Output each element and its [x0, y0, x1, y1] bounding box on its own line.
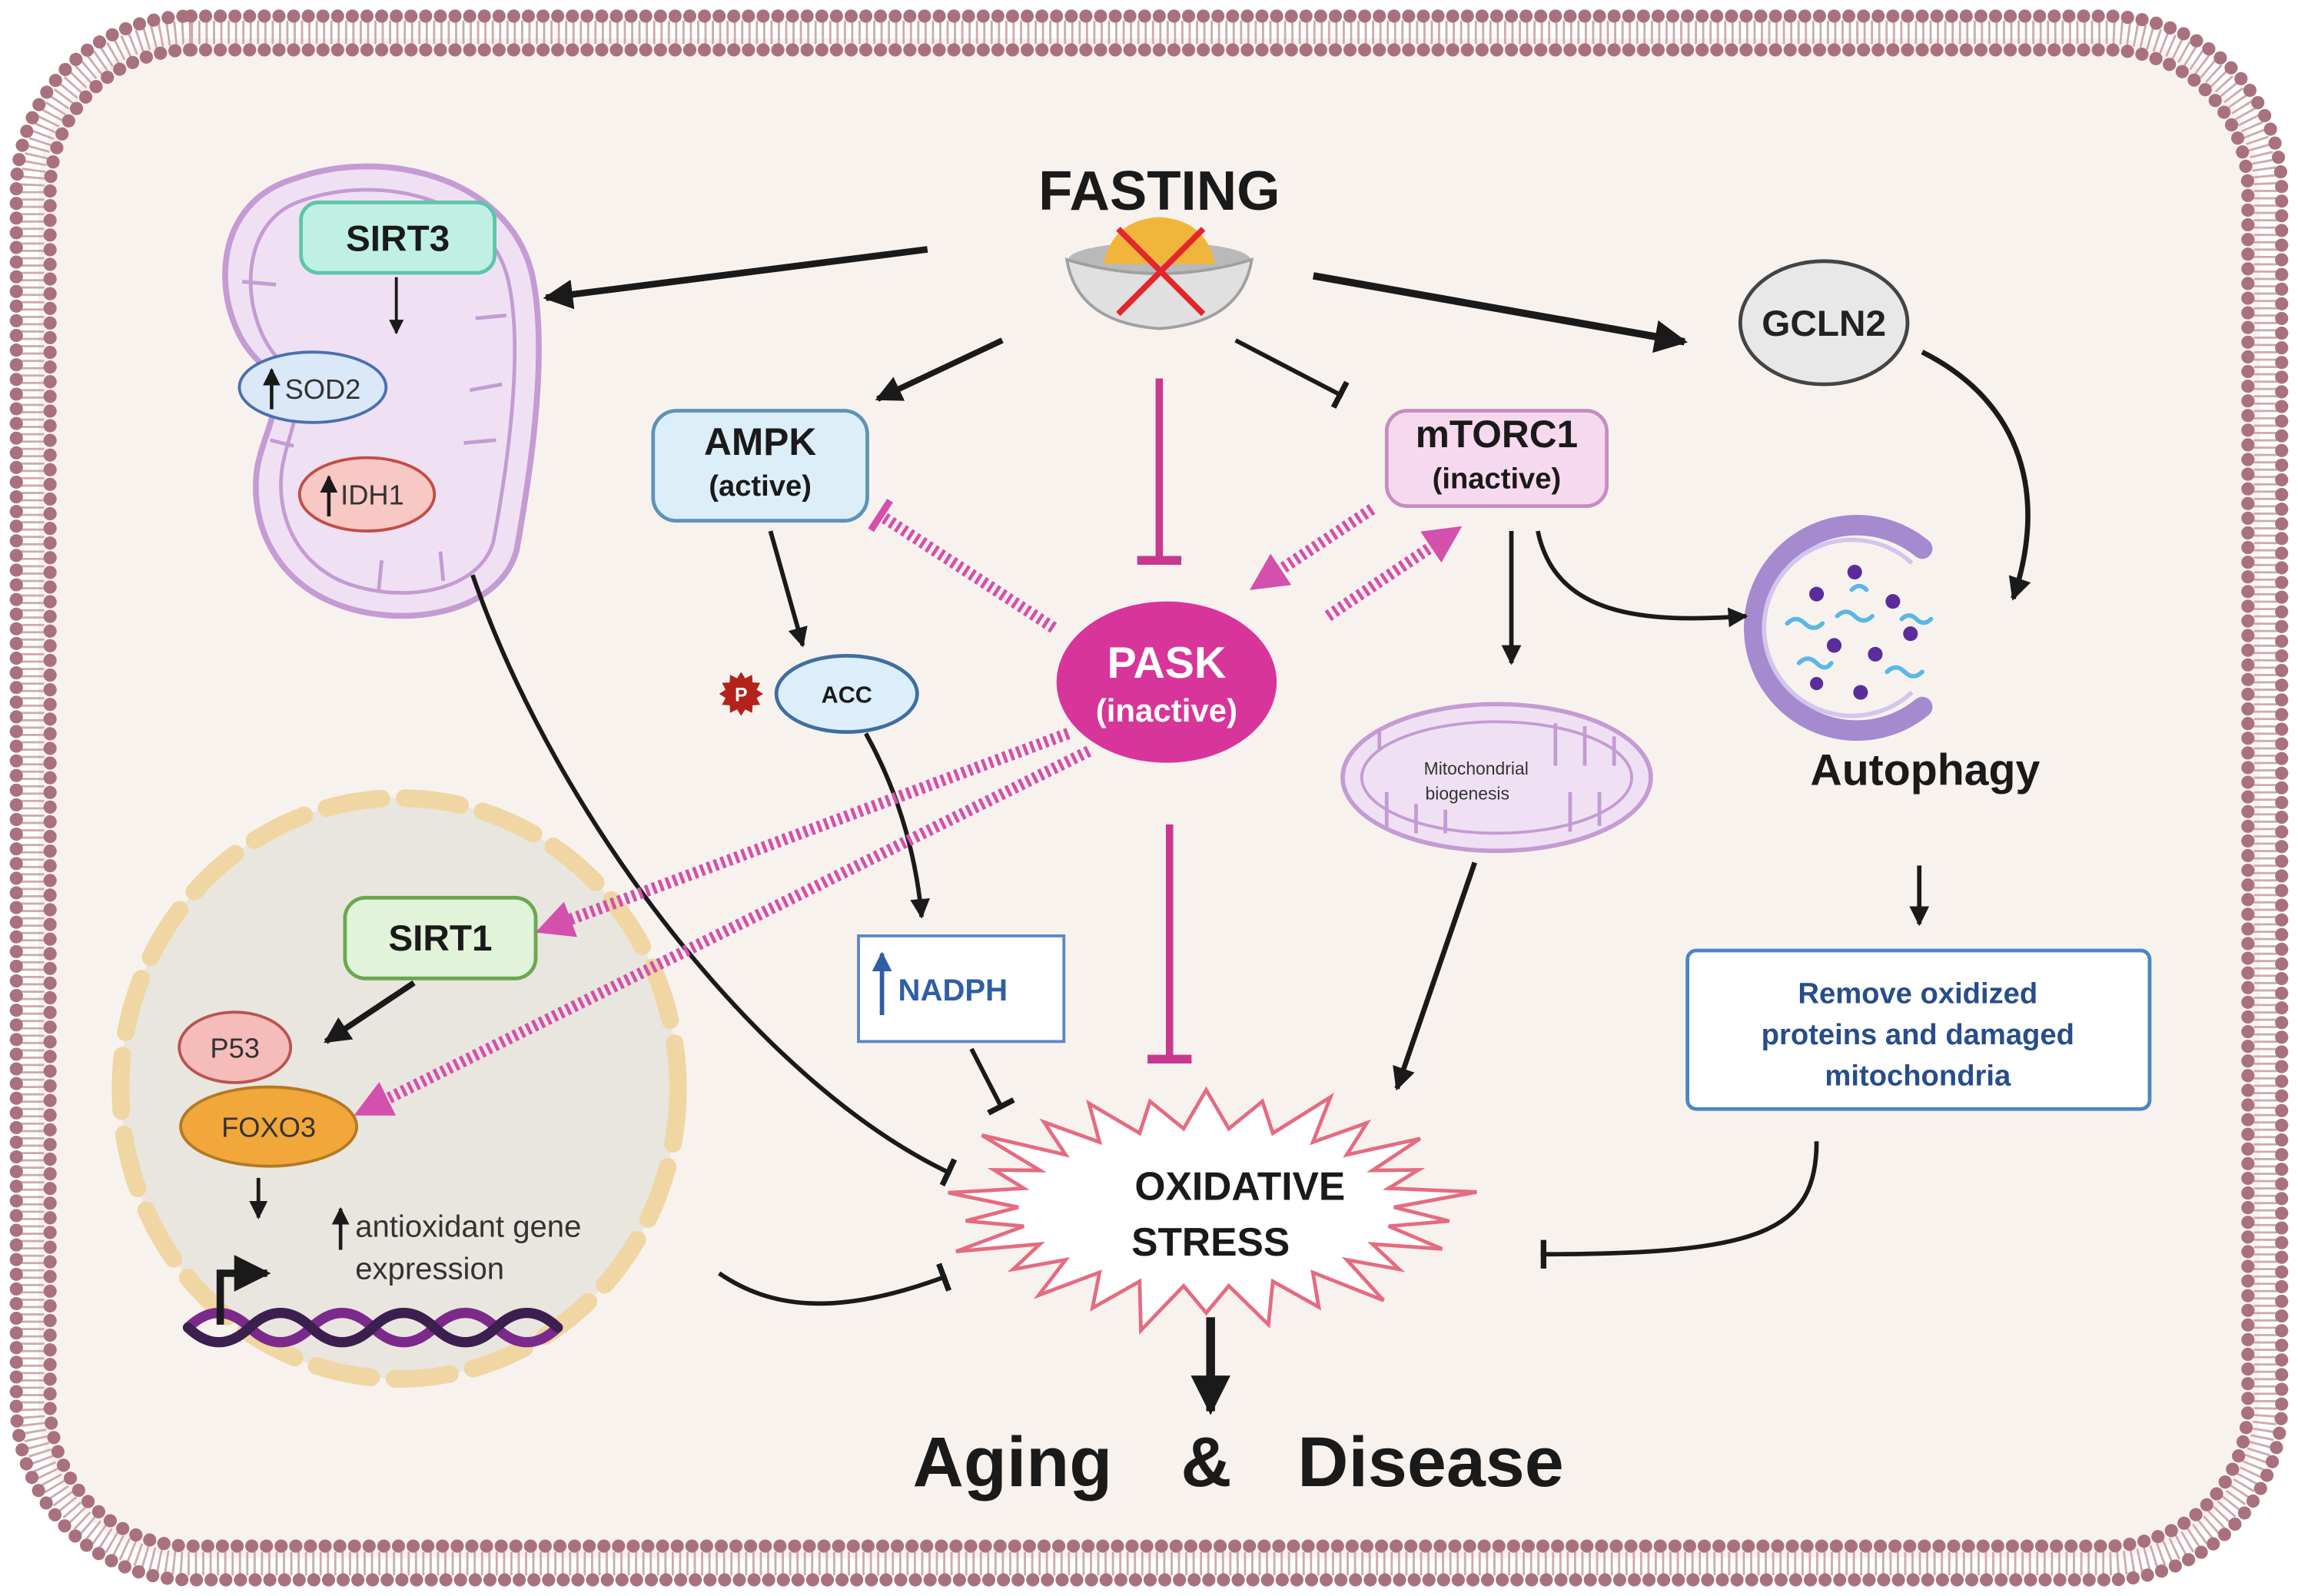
ampk-box: [651, 409, 869, 523]
p53-label: P53: [210, 1032, 260, 1063]
foxo3-label: FOXO3: [221, 1111, 316, 1143]
gcln2-node: [1738, 259, 1910, 387]
sod2-label: SOD2: [285, 373, 361, 405]
arrow-ampk-to-acc: [768, 530, 808, 648]
arrow-gcln2-to-autophagy: [1921, 350, 2031, 601]
nucleus: [111, 789, 687, 1388]
ampk-label: AMPK: [704, 420, 816, 463]
gcln2-label: GCLN2: [1762, 304, 1886, 344]
arrow-fasting-to-ampk: [875, 337, 1004, 402]
autophagy-label: Autophagy: [1810, 745, 2040, 795]
dotted-inhibit-pask-ampk: [868, 498, 1058, 633]
acc-label: ACC: [822, 682, 872, 708]
remove-damage-line1: Remove oxidized: [1798, 977, 2037, 1010]
fasting-label: FASTING: [1038, 160, 1280, 222]
arrow-fasting-to-gcln2: [1312, 272, 1689, 353]
remove-damage-line3: mitochondria: [1825, 1060, 2011, 1093]
sirt3-label: SIRT3: [346, 218, 450, 259]
fasting-bowl-icon: [1064, 217, 1254, 330]
phosphate-badge-icon: [719, 672, 763, 716]
dna-helix-icon: [182, 1308, 563, 1348]
foxo3-node: [179, 1085, 359, 1168]
arrow-mtorc1-to-autophagy: [1536, 530, 1748, 628]
inhibit-fasting-mtorc1: [1234, 338, 1350, 409]
sirt3-box: [299, 201, 496, 275]
autophagosome-icon: [1744, 515, 1934, 741]
nadph-label: NADPH: [898, 974, 1008, 1007]
outcome-aging: Aging: [913, 1423, 1113, 1501]
phosphate-label: P: [735, 685, 748, 706]
dotted-arrow-pask-to-sirt1: [535, 728, 1071, 937]
oxidative-stress-burst: [948, 1086, 1477, 1336]
ampk-state: (active): [709, 470, 812, 503]
mitochondrial-biogenesis-icon: [1340, 702, 1653, 854]
mtorc1-label: mTORC1: [1416, 413, 1578, 456]
dotted-arrow-pask-to-mtorc1: [1324, 526, 1463, 622]
dotted-arrow-pask-to-foxo3: [354, 745, 1092, 1116]
dotted-arrow-mtorc1-to-pask: [1249, 504, 1376, 590]
acc-node: [774, 653, 919, 734]
idh1-label: IDH1: [340, 479, 404, 511]
transcription-start-arrow-icon: [216, 1255, 271, 1325]
outcome-disease: Disease: [1297, 1423, 1563, 1501]
arrow-fasting-to-mitochondrion: [543, 246, 928, 310]
p53-node: [178, 1010, 293, 1084]
inhibit-mitochondrion-oxidative-stress: [470, 574, 958, 1187]
mito-biogenesis-label-line1: Mitochondrial: [1424, 758, 1529, 778]
remove-damage-box: [1685, 948, 2152, 1111]
mtorc1-state: (inactive): [1433, 463, 1562, 496]
inhibit-nucleus-oxidative-stress: [718, 1263, 952, 1306]
sirt1-label: SIRT1: [388, 918, 492, 959]
remove-damage-line2: proteins and damaged: [1762, 1018, 2074, 1051]
pask-node: [1056, 601, 1277, 763]
arrow-mito-biogenesis-to-oxidative-stress: [1393, 861, 1477, 1091]
mtorc1-box: [1384, 409, 1609, 508]
inhibit-remove-damage-oxidative-stress: [1540, 1141, 1819, 1269]
mito-biogenesis-label-line2: biogenesis: [1426, 783, 1509, 803]
sirt1-box: [343, 895, 538, 980]
nadph-box: [857, 934, 1066, 1044]
pask-label: PASK: [1107, 639, 1226, 688]
outcome-and: &: [1181, 1423, 1231, 1501]
inhibit-nadph-oxidative-stress: [969, 1047, 1015, 1116]
arrow-sirt1-to-p53: [324, 980, 416, 1044]
pask-state: (inactive): [1096, 692, 1237, 728]
antioxidant-label-line2: expression: [355, 1253, 504, 1286]
oxidative-stress-line1: OXIDATIVE: [1134, 1164, 1345, 1209]
arrow-acc-to-nadph: [864, 732, 930, 919]
oxidative-stress-line2: STRESS: [1131, 1219, 1290, 1264]
antioxidant-label-line1: antioxidant gene: [355, 1209, 581, 1243]
